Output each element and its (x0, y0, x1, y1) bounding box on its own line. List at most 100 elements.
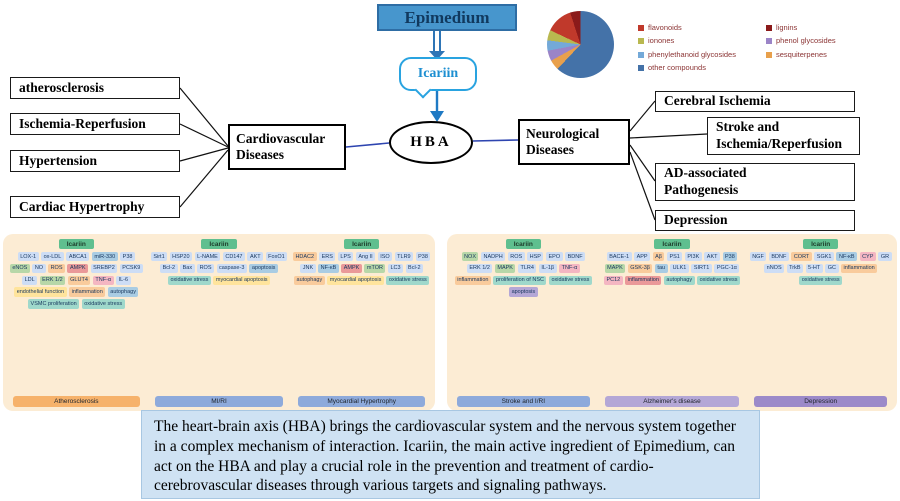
pathway-node: LOX-1 (17, 252, 39, 262)
pathway-node: P38 (415, 252, 431, 262)
pathway-node: proliferation of NSC (493, 275, 547, 285)
disease-box-right: Cerebral Ischemia (655, 91, 855, 112)
disease-box-left: Hypertension (10, 150, 180, 172)
pathway-node: CORT (791, 252, 812, 262)
disease-box-label: AD-associated Pathogenesis (664, 165, 747, 197)
cluster-footer-label: Alzheimer's disease (605, 396, 739, 407)
pathway-node: 5-HT (805, 263, 823, 274)
pathway-node: ERK 1/2 (466, 263, 493, 274)
pathway-node: PI3K (684, 252, 702, 262)
icariin-source-node: Icariin (344, 239, 380, 249)
legend-swatch-icon (638, 64, 644, 71)
pie-legend: flavonoids ionones phenylethanoid glycosid… (638, 23, 884, 72)
pathway-node: myocardial apoptosis (327, 275, 384, 285)
pathway-node: miR-330 (91, 252, 118, 262)
pathway-node: Bcl-2 (405, 263, 424, 274)
disease-box-label: Stroke and Ischemia/Reperfusion (716, 119, 842, 151)
pie-legend-item: other compounds (638, 63, 756, 72)
pathway-node: Sirt1 (150, 252, 168, 262)
pathway-node: oxidative stress (697, 275, 741, 285)
pathway-node: AKT (704, 252, 720, 262)
pathway-node: ROS (197, 263, 214, 274)
pathway-node: SGK1 (814, 252, 834, 262)
pathway-node: autophagy (294, 275, 325, 285)
pathway-node: HSP20 (169, 252, 193, 262)
pathway-node: apoptosis (509, 287, 538, 297)
pathway-node: BDNF (768, 252, 789, 262)
pathway-node: SIRT1 (691, 263, 712, 274)
pathway-node: LC3 (387, 263, 404, 274)
pathway-node: oxidative stress (548, 275, 592, 285)
pathway-node: PS1 (666, 252, 683, 262)
pathway-node: ISO (377, 252, 393, 262)
pathway-node: myocardial apoptosis (213, 275, 271, 285)
legend-swatch-icon (766, 51, 772, 58)
pathway-node: ABCA1 (66, 252, 90, 262)
pie-legend-item: ionones (638, 36, 756, 45)
legend-label: phenylethanoid glycosides (648, 49, 736, 59)
pathway-node: PGC-1α (714, 263, 740, 274)
pathway-node: SREBP2 (90, 263, 118, 274)
icariin-node: Icariin (399, 57, 477, 91)
pathway-node: NGF (749, 252, 767, 262)
pie-chart (547, 11, 614, 78)
pathway-node: GR (878, 252, 892, 262)
pathway-node: PC12 (603, 275, 623, 285)
disease-box-left: Ischemia-Reperfusion (10, 113, 180, 135)
pie-legend-column: flavonoids ionones phenylethanoid glycosid… (638, 23, 756, 72)
pathway-node: GC (825, 263, 839, 274)
cluster-footer-label: Atherosclerosis (12, 396, 141, 407)
pathway-node: P38 (120, 252, 135, 262)
pathway-node: ERS (319, 252, 336, 262)
disease-box-label: Depression (664, 212, 728, 228)
icariin-source-node: Icariin (58, 239, 94, 249)
pathway-node: LPS (337, 252, 354, 262)
pathway-node: L-NAME (194, 252, 221, 262)
disease-box-right: Stroke and Ischemia/Reperfusion (707, 117, 860, 155)
disease-box-right: AD-associated Pathogenesis (655, 163, 855, 201)
pathway-node: BDNF (565, 252, 586, 262)
pathway-node: GSK-3β (627, 263, 653, 274)
pathway-node: GLUT4 (67, 275, 91, 285)
pathway-node: AKT (247, 252, 264, 262)
pie-legend-item: sesquiterpenes (766, 50, 884, 59)
pathway-node: TNF-α (92, 275, 114, 285)
disease-box-left: Cardiac Hypertrophy (10, 196, 180, 218)
hba-node: HBA (389, 121, 473, 164)
disease-box-label: Cerebral Ischemia (664, 93, 771, 109)
pathway-node: IL-1β (538, 263, 557, 274)
pathway-node: MAPK (604, 263, 626, 274)
pathway-node: oxidative stress (799, 275, 843, 285)
caption-box: The heart-brain axis (HBA) brings the ca… (141, 410, 760, 499)
pathway-node: inflammation (841, 263, 878, 274)
pie-legend-item: phenylethanoid glycosides (638, 49, 756, 59)
icariin-source-node: Icariin (803, 239, 839, 249)
epimedium-node: Epimedium (377, 4, 517, 31)
icariin-source-node: Icariin (505, 239, 541, 249)
cluster-footer-label: Myocardial Hypertrophy (297, 396, 426, 407)
pathway-node: Aβ (652, 252, 665, 262)
pathway-node: CD147 (222, 252, 245, 262)
pathway-node: VSMC proliferation (28, 299, 80, 309)
legend-label: flavonoids (648, 23, 682, 32)
pathway-node: endothelial function (14, 287, 67, 297)
cluster-footer-label: MI/RI (155, 396, 283, 407)
pathway-node: oxidative stress (386, 275, 430, 285)
pathway-node: tau (654, 263, 668, 274)
pathway-node: ox-LDL (41, 252, 64, 262)
pathway-node: FoxO1 (265, 252, 288, 262)
pathway-node: inflammation (454, 275, 491, 285)
pathway-node: nNOS (764, 263, 785, 274)
disease-box-left: atherosclerosis (10, 77, 180, 99)
pathway-node: LDL (22, 275, 38, 285)
legend-label: phenol glycosides (776, 36, 836, 46)
